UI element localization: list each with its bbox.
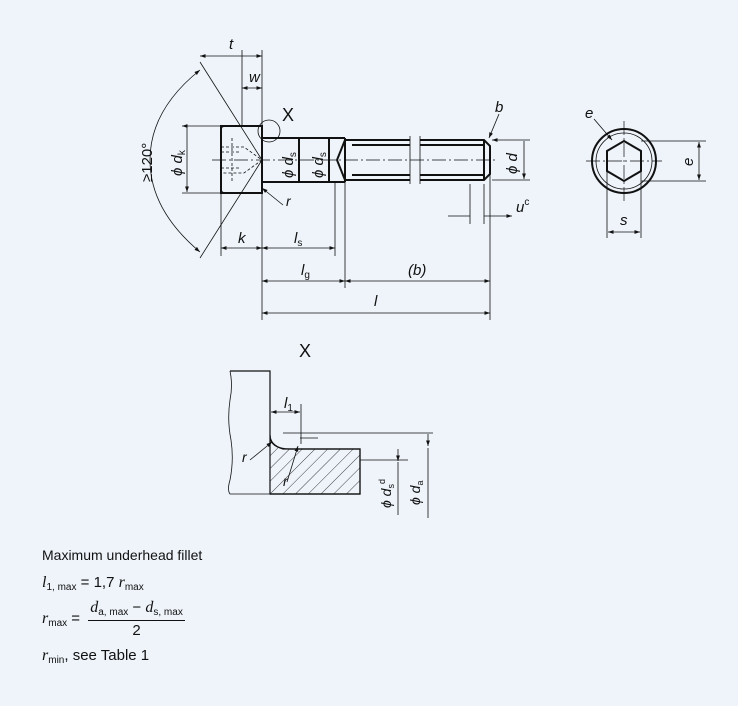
f2-denominator: 2 bbox=[132, 622, 141, 639]
formula-caption: Maximum underhead fillet bbox=[42, 547, 203, 563]
side-view: ≥120° ϕ dk t w X r ϕ ds ϕ ds b ϕ d uc bbox=[139, 36, 530, 320]
bottom-extension-lines bbox=[220, 174, 491, 320]
hex-socket bbox=[221, 138, 263, 181]
ds1-label: ϕ ds bbox=[280, 152, 299, 178]
f1-lhs-sub: 1, max bbox=[46, 582, 77, 593]
f1-r: r bbox=[118, 574, 125, 591]
r-detail-label-2: r bbox=[283, 473, 289, 489]
detail-x-label: X bbox=[299, 341, 311, 361]
e-leader bbox=[593, 118, 613, 141]
f3-r-sub: min bbox=[48, 655, 65, 666]
f2-num-b: d bbox=[145, 599, 154, 616]
f1-r-sub: max bbox=[124, 582, 144, 593]
ds2-label: ϕ ds bbox=[310, 152, 329, 178]
f2-lhs-sub: max bbox=[48, 617, 68, 629]
l1-label: l1 bbox=[284, 395, 293, 414]
f2-num-a-sub: a, max bbox=[98, 607, 129, 618]
f2-eq: = bbox=[67, 609, 85, 627]
l1-ext bbox=[269, 404, 302, 444]
da-detail-label: ϕ da bbox=[407, 481, 425, 505]
b-label: b bbox=[495, 99, 503, 116]
screw-head bbox=[220, 125, 263, 194]
angle-label: ≥120° bbox=[139, 143, 156, 182]
f2-num-a: d bbox=[90, 599, 99, 616]
screw-shank bbox=[262, 137, 346, 183]
hatched-area bbox=[269, 434, 361, 495]
e-arrow-label: e bbox=[585, 105, 593, 122]
r-detail-leader-2 bbox=[286, 445, 299, 483]
r-leader bbox=[261, 187, 284, 206]
f1-lhs: l bbox=[42, 574, 47, 591]
d-dimension bbox=[492, 140, 530, 180]
detail-x-view: X l1 r r ϕ dsd ϕ da bbox=[228, 341, 434, 518]
r-head-label: r bbox=[286, 193, 292, 209]
f2-lhs: r bbox=[42, 609, 49, 627]
k-label: k bbox=[238, 230, 247, 247]
dk-dimension bbox=[182, 126, 221, 193]
l-label: l bbox=[374, 293, 378, 310]
f1-eq: = 1,7 bbox=[76, 574, 119, 591]
d-label: ϕ d bbox=[504, 152, 521, 174]
t-label: t bbox=[229, 36, 234, 53]
detail-circle bbox=[257, 119, 281, 143]
view-x-label: X bbox=[282, 105, 294, 125]
f2-minus: − bbox=[128, 599, 146, 616]
formula-l1-max: l1, max = 1,7 rmax bbox=[42, 575, 144, 593]
u-ext bbox=[469, 184, 485, 224]
f3-text: , see Table 1 bbox=[64, 647, 150, 664]
b-paren-label: (b) bbox=[408, 262, 426, 279]
detail-break bbox=[228, 370, 270, 495]
thread-section bbox=[335, 139, 410, 181]
lg-label: lg bbox=[301, 262, 310, 281]
e-ext bbox=[641, 140, 706, 182]
s-label: s bbox=[620, 212, 628, 229]
f2-numerator: da, max − ds, max bbox=[88, 600, 185, 621]
r-detail-label-1: r bbox=[242, 449, 248, 465]
ds-detail-label: ϕ dsd bbox=[377, 479, 396, 508]
s-ext bbox=[606, 171, 642, 238]
end-view: e e s bbox=[585, 105, 706, 238]
r-detail-leader-1 bbox=[249, 441, 273, 461]
f2-num-b-sub: s, max bbox=[153, 607, 183, 618]
hex-socket-end bbox=[606, 139, 642, 183]
b-leader bbox=[488, 113, 500, 139]
w-label: w bbox=[249, 69, 261, 86]
angle-arc bbox=[149, 69, 201, 253]
u-label: uc bbox=[516, 197, 529, 216]
ls-label: ls bbox=[294, 230, 302, 249]
dk-label: ϕ dk bbox=[169, 149, 188, 176]
e-dim-label: e bbox=[680, 158, 697, 166]
formula-r-min: rmin, see Table 1 bbox=[42, 648, 149, 666]
f3-r: r bbox=[42, 647, 49, 664]
